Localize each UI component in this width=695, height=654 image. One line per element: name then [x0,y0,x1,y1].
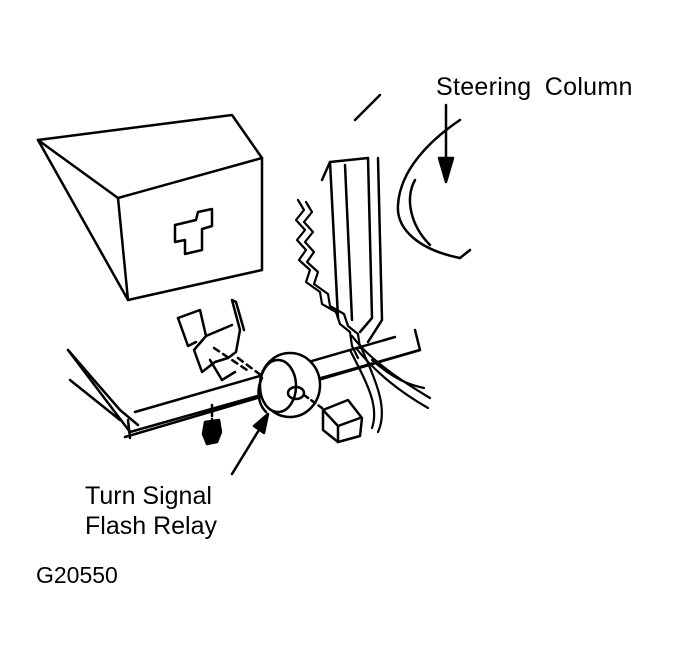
steering-column-label: Steering Column [436,73,633,101]
figure-id: G20550 [36,562,118,588]
relay-callout-arrow [230,412,270,476]
steering-column-arrow [437,103,455,184]
steering-column-shape [396,118,472,260]
flash-relay-label-line2: Flash Relay [85,512,217,540]
mounting-screw [201,403,223,446]
mounting-bracket [176,298,264,382]
storage-box [36,113,264,302]
wiring-harness [294,198,432,434]
flash-relay-label: Turn Signal Flash Relay [85,481,217,541]
flash-relay-label-line1: Turn Signal [85,482,212,510]
flash-relay-body [257,351,324,419]
column-pillar [320,93,384,344]
harness-connector [321,398,364,444]
